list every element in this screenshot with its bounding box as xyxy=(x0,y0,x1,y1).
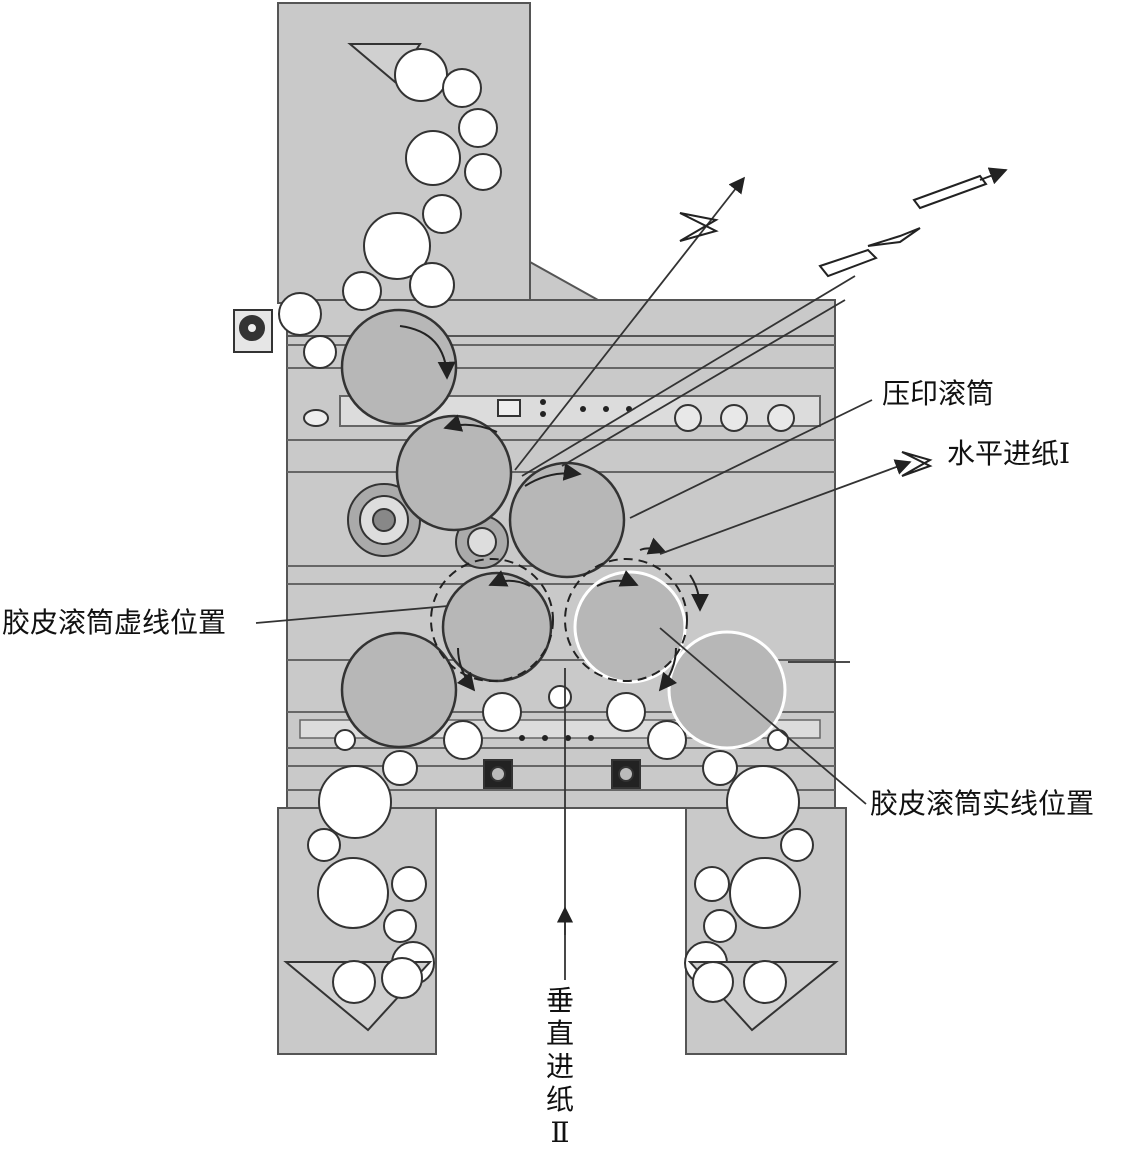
impression-cylinder xyxy=(508,461,626,579)
dashed-blanket-positions xyxy=(430,558,688,682)
right-blanket-cylinder xyxy=(573,570,687,684)
label-vertical-feed: 垂 直 进 纸 Ⅱ xyxy=(540,984,580,1149)
ink-rollers xyxy=(278,43,839,1032)
frame-slope xyxy=(529,260,602,301)
small-rollers xyxy=(334,685,789,760)
delivery-path-3 xyxy=(561,299,846,467)
horizontal-feed-path xyxy=(659,459,912,555)
delivery-path-2 xyxy=(521,275,856,477)
label-vertical-feed-char: Ⅱ xyxy=(550,1116,570,1149)
label-vertical-feed-char: 直 xyxy=(545,1017,574,1050)
label-vertical-feed-char: 垂 xyxy=(545,984,574,1017)
upper-blanket-cylinder xyxy=(395,414,513,532)
upper-plate-cylinder xyxy=(340,308,458,426)
label-horizontal-feed: 水平进纸Ⅰ xyxy=(947,437,1071,470)
dashed-leader xyxy=(255,605,449,624)
sheet-symbols xyxy=(679,174,988,477)
rotation-arrows xyxy=(399,325,709,692)
solid-leader xyxy=(659,627,867,805)
side-details xyxy=(233,309,641,789)
label-blanket-solid: 胶皮滚筒实线位置 xyxy=(870,787,1095,820)
label-vertical-feed-char: 进 xyxy=(545,1050,574,1083)
plate-blanket-cylinders xyxy=(340,308,787,750)
label-vertical-feed-char: 纸 xyxy=(545,1083,574,1116)
left-plate-cylinder xyxy=(340,631,458,749)
label-blanket-dashed: 胶皮滚筒虚线位置 xyxy=(2,606,227,639)
label-impression-cylinder: 压印滚筒 xyxy=(882,377,995,410)
impression-leader xyxy=(629,399,873,519)
